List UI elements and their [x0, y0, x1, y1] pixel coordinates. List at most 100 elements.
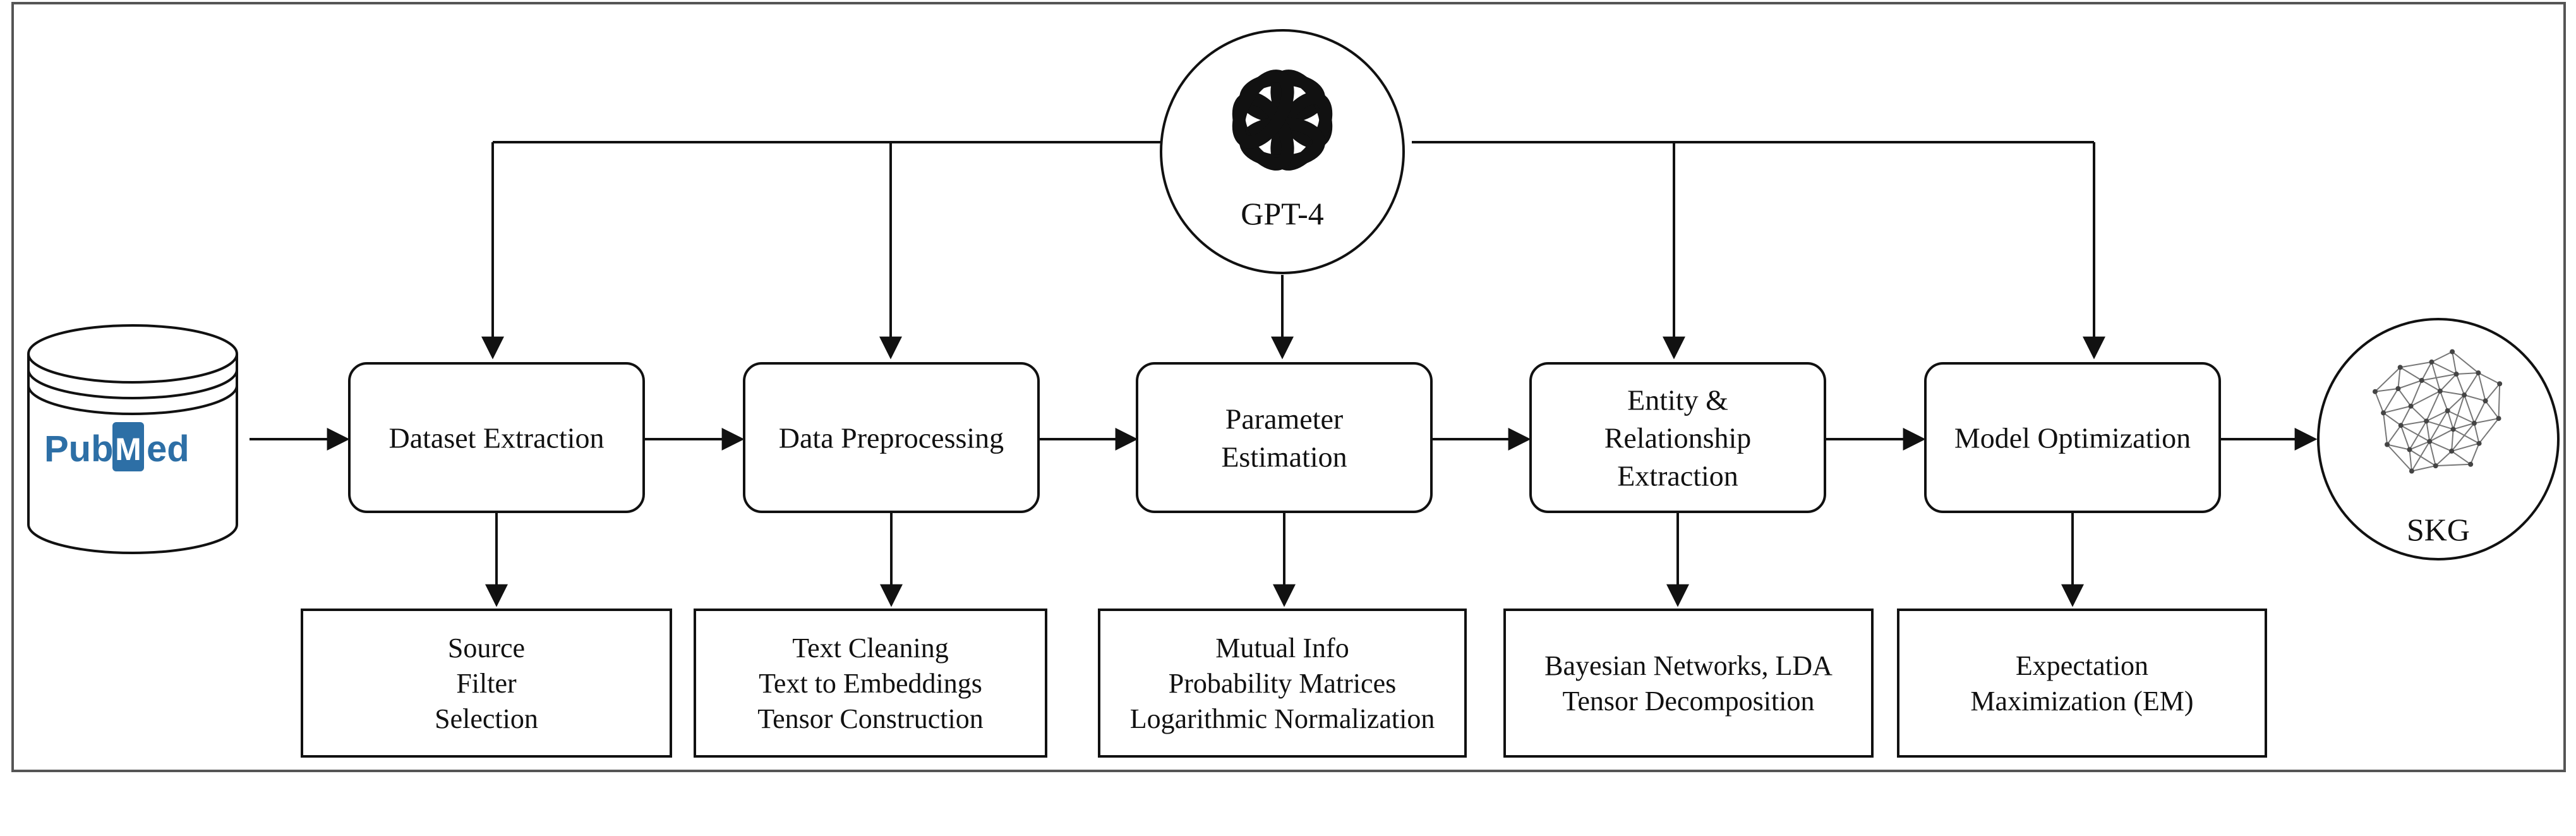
network-edge — [2451, 429, 2454, 451]
network-edge — [2440, 390, 2465, 396]
network-edge — [2426, 421, 2431, 442]
network-edge — [2409, 449, 2412, 471]
network-node — [2445, 408, 2450, 413]
network-node — [2385, 442, 2390, 447]
network-edge — [2478, 418, 2500, 444]
network-edge — [2400, 406, 2412, 426]
detail-line: Expectation — [2016, 650, 2148, 681]
network-edge — [2429, 440, 2452, 452]
network-node — [2471, 420, 2477, 426]
network-edge — [2383, 388, 2399, 413]
network-edge — [2484, 400, 2500, 419]
stage-label-line: Parameter — [1225, 403, 1343, 435]
detail-line: Text to Embeddings — [759, 668, 982, 699]
gpt-distribution-lines — [481, 141, 2105, 360]
network-edge — [2409, 449, 2436, 466]
network-edge — [2374, 388, 2398, 392]
pubmed-mark-bg — [112, 422, 144, 471]
network-node — [2449, 448, 2455, 454]
network-edge — [2431, 361, 2441, 392]
network-edge — [2474, 418, 2499, 424]
network-edge — [2452, 394, 2465, 430]
network-edge — [2455, 373, 2465, 396]
detail-line: Text Cleaning — [792, 633, 948, 663]
stage-label-line: Dataset Extraction — [388, 422, 604, 454]
network-edge — [2464, 394, 2475, 424]
network-edge — [2453, 422, 2475, 430]
network-edge — [2426, 391, 2441, 421]
stage-5: Model OptimizationExpectationMaximizatio… — [1897, 362, 2267, 758]
detail-line: Tensor Decomposition — [1563, 686, 1815, 717]
network-edge — [2447, 394, 2465, 411]
network-edge — [2411, 465, 2436, 472]
network-edge — [2451, 423, 2475, 452]
network-edge — [2435, 451, 2452, 466]
gpt4-node: GPT-4 — [1160, 29, 1405, 274]
stage-label-line: Relationship — [1604, 422, 1752, 454]
pubmed-logo-mark: M — [115, 432, 141, 467]
network-node — [2424, 418, 2429, 424]
network-edge — [2451, 451, 2471, 465]
network-node — [2372, 389, 2378, 394]
network-node — [2433, 463, 2438, 469]
skg-node: SKG — [2317, 318, 2560, 560]
network-edge — [2386, 444, 2412, 472]
network-edge — [2498, 384, 2501, 419]
network-edge — [2421, 380, 2441, 392]
network-node — [2483, 398, 2488, 404]
network-edge — [2474, 400, 2486, 424]
network-node — [2409, 468, 2414, 474]
pubmed-logo-left: Pub — [44, 428, 114, 469]
network-node — [2437, 388, 2443, 394]
detail-box — [301, 609, 672, 758]
stage-box — [1136, 362, 1433, 513]
network-edge — [2440, 373, 2457, 392]
network-edge — [2477, 372, 2486, 401]
network-edge — [2400, 361, 2432, 368]
network-edge — [2473, 423, 2480, 444]
detail-line: Maximization (EM) — [1970, 686, 2193, 717]
network-node — [2497, 381, 2503, 387]
network-edge — [2400, 367, 2423, 381]
network-edge — [2400, 420, 2427, 427]
network-edge — [2386, 444, 2410, 451]
network-edge — [2429, 441, 2436, 466]
network-edge — [2435, 463, 2471, 467]
network-edge — [2431, 351, 2453, 363]
skg-label: SKG — [2407, 512, 2470, 547]
network-edge — [2426, 420, 2453, 430]
stage-label-line: Data Preprocessing — [779, 422, 1004, 454]
network-edge — [2383, 405, 2411, 414]
network-edge — [2439, 391, 2448, 411]
network-edge — [2431, 361, 2457, 375]
network-node — [2398, 423, 2404, 428]
network-node — [2408, 403, 2414, 409]
network-edge — [2477, 372, 2500, 385]
network-edge — [2452, 351, 2457, 375]
network-node — [2450, 349, 2455, 354]
detail-line: Logarithmic Normalization — [1130, 703, 1435, 734]
network-edge — [2464, 394, 2486, 402]
detail-box — [1897, 609, 2267, 758]
network-edge — [2409, 440, 2430, 451]
pubmed-database: Pub M ed — [27, 324, 238, 554]
network-edge — [2453, 428, 2480, 444]
detail-line: Mutual Info — [1215, 633, 1349, 663]
network-edge — [2447, 410, 2454, 430]
outer-frame — [11, 2, 2566, 772]
network-edge — [2452, 351, 2479, 373]
network-edge — [2400, 425, 2430, 442]
network-edge — [2397, 388, 2412, 407]
network-edge — [2426, 410, 2448, 422]
network-edge — [2484, 383, 2500, 402]
network-edge — [2429, 428, 2454, 442]
stage-label-line: Estimation — [1221, 441, 1347, 473]
network-edge — [2374, 391, 2385, 413]
network-edge — [2400, 425, 2410, 450]
network-node — [2468, 461, 2474, 467]
detail-line: Source — [448, 633, 525, 663]
